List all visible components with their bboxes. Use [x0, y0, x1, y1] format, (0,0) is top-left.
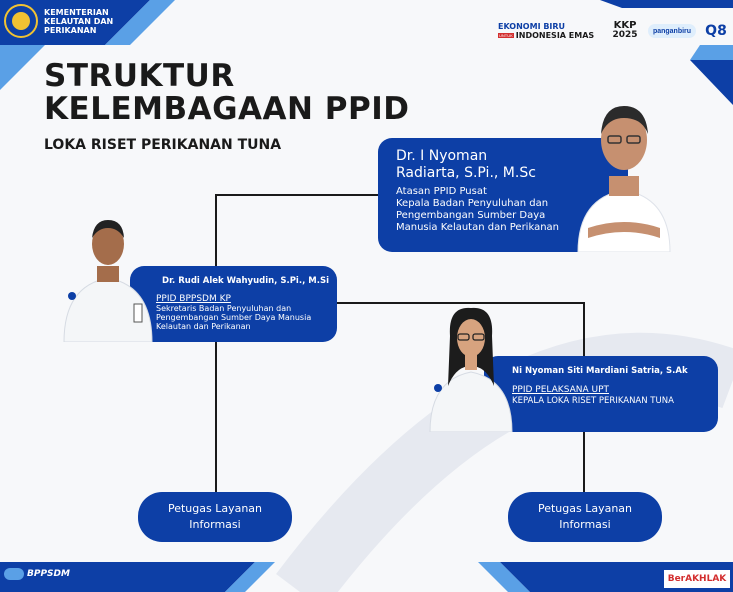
connector-top-horizontal	[215, 194, 380, 196]
top-official-role: Atasan PPID Pusat	[396, 186, 487, 197]
connector-left-vertical-upper	[215, 194, 217, 266]
left-official-name: Dr. Rudi Alek Wahyudin, S.Pi., M.Si	[162, 276, 329, 286]
right-official-name: Ni Nyoman Siti Mardiani Satria, S.Ak	[512, 366, 688, 376]
bppsdm-logo: BPPSDM	[4, 568, 70, 580]
kkp-logo	[4, 4, 38, 38]
title-line-2: KELEMBAGAAN PPID	[44, 91, 410, 127]
kkp-year: 2025	[612, 30, 638, 40]
connector-right-vertical-upper	[583, 302, 585, 356]
left-official-role: PPID BPPSDM KP	[156, 294, 231, 304]
service-left-line-1: Petugas Layanan	[167, 502, 263, 515]
kkp-2025-logo: KKP 2025	[606, 21, 644, 40]
ministry-line-1: KEMENTERIAN	[44, 8, 109, 17]
pangan-biru-logo: panganbiru	[648, 24, 696, 38]
top-official-photo	[577, 106, 671, 252]
ekonomi-biru-logo: EKONOMI BIRU UNTUK INDONESIA EMAS	[498, 22, 598, 40]
left-official-photo	[63, 220, 153, 342]
berakhlak-logo: BerAKHLAK	[664, 570, 730, 588]
title-line-1: STRUKTUR	[44, 58, 235, 94]
service-right-line-1: Petugas Layanan	[537, 502, 633, 515]
right-official-role: PPID PELAKSANA UPT	[512, 385, 609, 395]
page-subtitle: LOKA RISET PERIKANAN TUNA	[44, 137, 282, 153]
emblem-icon	[12, 12, 30, 30]
connector-right-vertical-lower	[583, 432, 585, 492]
service-right-pill: Petugas Layanan Informasi	[508, 492, 662, 542]
ekonomi-line-2: INDONESIA EMAS	[515, 31, 595, 40]
ministry-line-3: PERIKANAN	[44, 26, 97, 35]
pangan-label: panganbiru	[652, 27, 692, 35]
service-left-line-2: Informasi	[189, 518, 241, 531]
page-title: STRUKTUR KELEMBAGAAN PPID	[44, 60, 409, 126]
ministry-line-2: KELAUTAN DAN	[44, 17, 114, 26]
bppsdm-label: BPPSDM	[27, 569, 70, 579]
service-right-line-2: Informasi	[559, 518, 611, 531]
ekonomi-line-1: EKONOMI BIRU	[498, 22, 566, 31]
left-official-position: Sekretaris Badan Penyuluhan dan Pengemba…	[156, 304, 312, 331]
left-official-card: Dr. Rudi Alek Wahyudin, S.Pi., M.Si PPID…	[130, 266, 337, 342]
bppsdm-wave-icon	[4, 568, 24, 580]
top-official-position: Kepala Badan Penyuluhan dan Pengembangan…	[396, 198, 560, 233]
top-official-name: Dr. I Nyoman Radiarta, S.Pi., M.Sc	[396, 148, 536, 181]
service-left-pill: Petugas Layanan Informasi	[138, 492, 292, 542]
connector-mid-horizontal	[335, 302, 585, 304]
right-official-card: Ni Nyoman Siti Mardiani Satria, S.Ak PPI…	[484, 356, 718, 432]
q8-logo: Q8	[702, 20, 730, 42]
kkp-label: KKP	[613, 20, 637, 31]
right-official-position: KEPALA LOKA RISET PERIKANAN TUNA	[512, 396, 674, 406]
q8-label: Q8	[705, 23, 727, 39]
ministry-name: KEMENTERIAN KELAUTAN DAN PERIKANAN	[44, 8, 113, 35]
connector-left-vertical-lower	[215, 342, 217, 492]
right-official-photo	[429, 307, 513, 432]
berakhlak-label: BerAKHLAK	[667, 574, 727, 584]
ekonomi-tag: UNTUK	[498, 33, 514, 38]
